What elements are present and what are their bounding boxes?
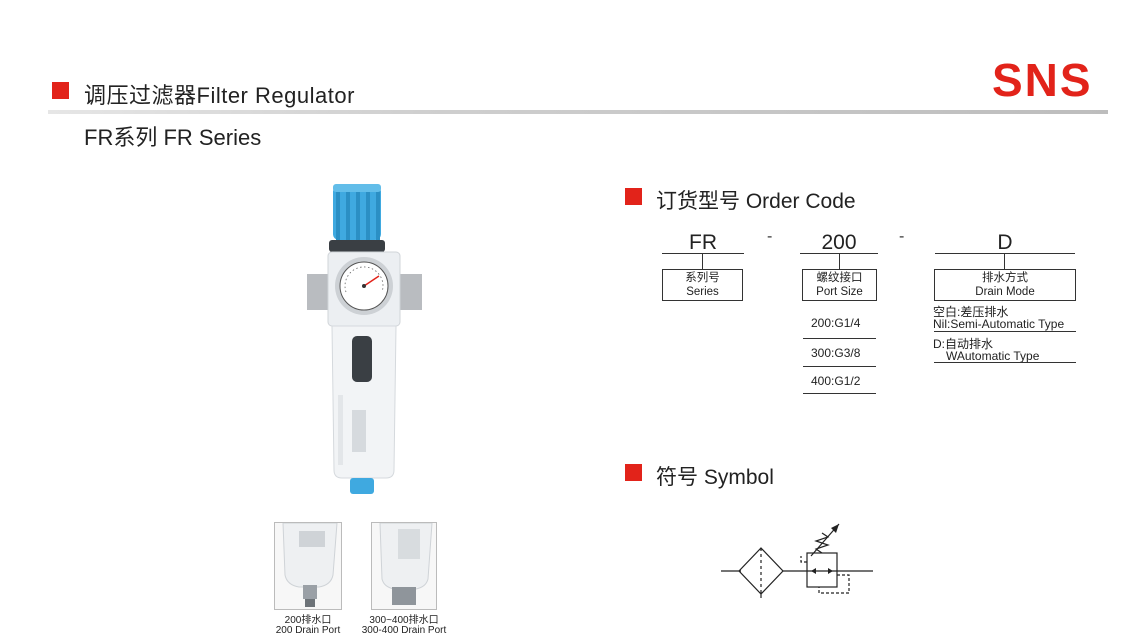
code-connector	[1004, 253, 1005, 269]
thumb-caption-cn: 200排水口	[284, 615, 332, 626]
header-divider	[48, 110, 1108, 114]
drain-box-en: Drain Mode	[975, 286, 1035, 298]
pneumatic-symbol	[721, 523, 873, 598]
code-part-port: 200	[821, 231, 857, 254]
option-divider	[803, 338, 876, 339]
title-bullet	[52, 82, 69, 99]
code-part-series: FR	[689, 231, 717, 254]
option-divider	[803, 393, 876, 394]
drain-mode-box: 排水方式 Drain Mode	[934, 269, 1076, 301]
drain-port-200-image	[274, 522, 342, 610]
order-code-bullet	[625, 188, 642, 205]
drain-port-300-400-image	[371, 522, 437, 610]
code-underline	[662, 253, 744, 254]
series-box-en: Series	[686, 286, 719, 298]
thumb-caption-cn: 300~400排水口	[369, 615, 439, 626]
page-title: 调压过滤器Filter Regulator	[84, 83, 355, 108]
thumb-caption-300-400: 300~400排水口 300-400 Drain Port	[352, 616, 456, 636]
symbol-bullet	[625, 464, 642, 481]
port-size-box: 螺纹接口 Port Size	[802, 269, 877, 301]
drain-box-cn: 排水方式	[982, 272, 1028, 284]
code-part-drain: D	[997, 231, 1013, 254]
order-code-title: 订货型号 Order Code	[656, 190, 856, 213]
thumb-caption-en: 300-400 Drain Port	[361, 625, 447, 636]
port-option: 200:G1/4	[811, 316, 861, 330]
code-separator: -	[767, 228, 773, 245]
code-connector	[702, 253, 703, 269]
code-underline	[935, 253, 1075, 254]
thumb-caption-200: 200排水口 200 Drain Port	[262, 616, 354, 636]
port-option: 300:G3/8	[811, 346, 861, 360]
port-option: 400:G1/2	[811, 374, 861, 388]
code-connector	[839, 253, 840, 269]
port-box-en: Port Size	[816, 286, 863, 298]
drain-option-en: Nil:Semi-Automatic Type	[933, 317, 1065, 331]
filter-regulator-image	[307, 184, 422, 494]
option-divider	[934, 331, 1076, 332]
series-subtitle: FR系列 FR Series	[84, 125, 262, 150]
option-divider	[934, 362, 1076, 363]
symbol-title: 符号 Symbol	[656, 466, 774, 489]
series-box-cn: 系列号	[685, 272, 720, 284]
thumb-caption-en: 200 Drain Port	[275, 625, 341, 636]
option-divider	[803, 366, 876, 367]
code-separator: -	[899, 228, 905, 245]
series-box: 系列号 Series	[662, 269, 743, 301]
drain-option-cn: 空白:差压排水	[933, 305, 1009, 319]
drain-option-cn: D:自动排水	[933, 337, 994, 351]
brand-logo: SNS	[992, 54, 1093, 106]
drain-option-en: WAutomatic Type	[946, 349, 1040, 363]
port-box-cn: 螺纹接口	[816, 272, 863, 284]
